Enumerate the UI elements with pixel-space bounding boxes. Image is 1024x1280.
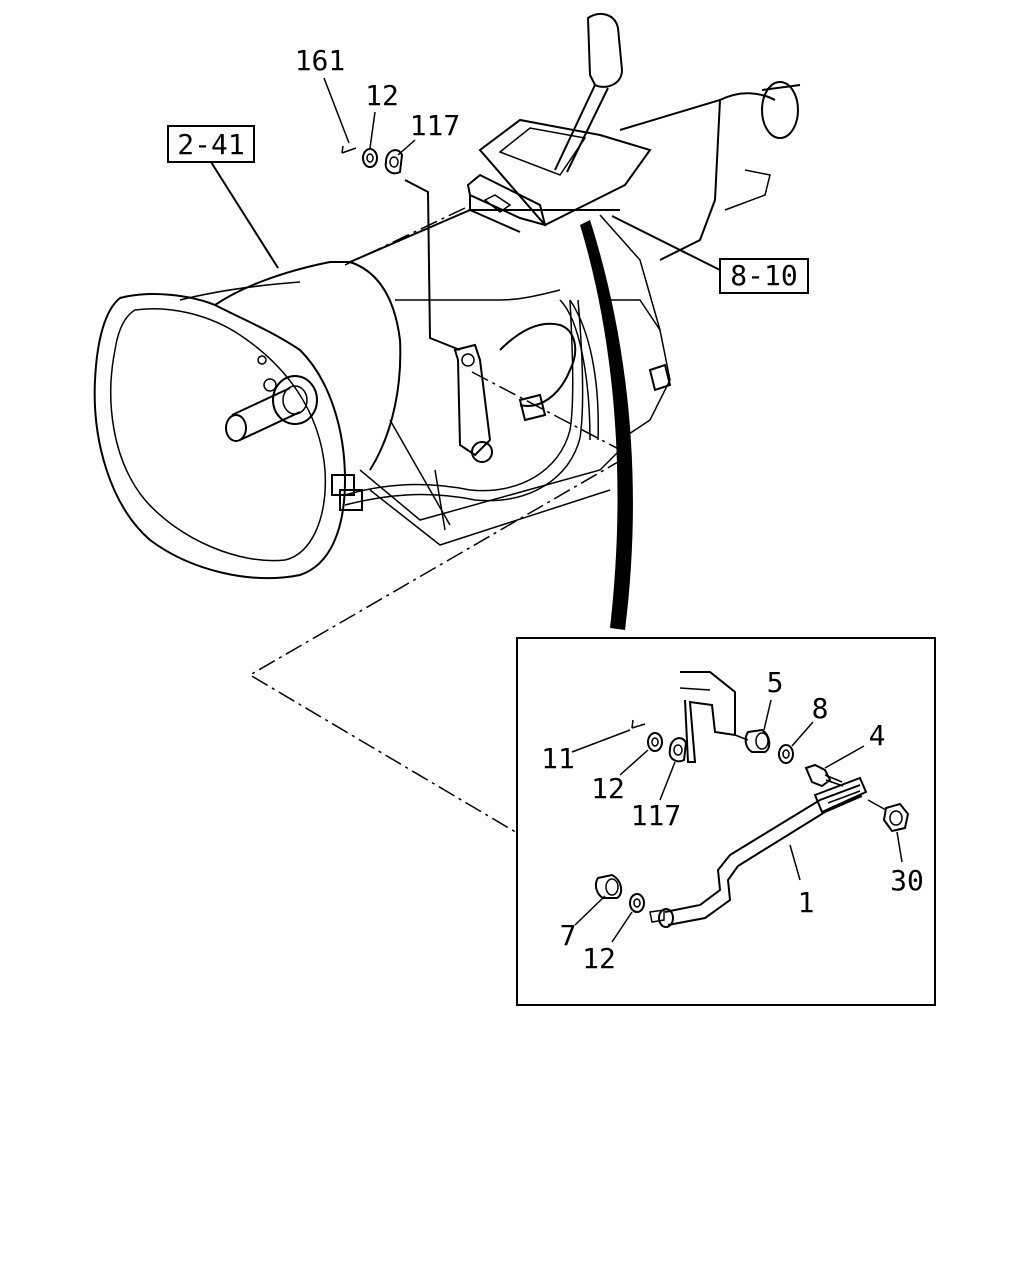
callout-12-top: 12	[365, 79, 399, 112]
gear-shifter	[466, 12, 652, 233]
callout-161: 161	[295, 44, 346, 77]
ref-8-10-callout: 8-10	[611, 215, 809, 294]
callout-1: 1	[798, 886, 815, 919]
callout-7: 7	[560, 919, 577, 952]
callout-11: 11	[541, 742, 575, 775]
detail-view: 5 8 4 11 12 117 30 1 7 12	[516, 637, 936, 1006]
callout-8: 8	[812, 692, 829, 725]
phantom-line-upper	[344, 207, 466, 266]
callout-12-detail-upper: 12	[591, 772, 625, 805]
transmission-assembly	[93, 81, 801, 580]
link-rod-top	[404, 179, 461, 351]
ref-8-10-label: 8-10	[730, 259, 797, 292]
top-small-parts: 161 12 117	[295, 44, 461, 175]
callout-117-top: 117	[410, 109, 461, 142]
callout-117-detail: 117	[631, 799, 682, 832]
detail-frame	[516, 637, 936, 1006]
callout-4: 4	[869, 719, 886, 752]
ref-2-41-callout: 2-41	[167, 125, 279, 269]
phantom-line-connector	[248, 371, 632, 883]
ref-2-41-label: 2-41	[177, 128, 244, 161]
callout-5: 5	[767, 666, 784, 699]
detail-arrow	[580, 220, 633, 630]
callout-12-detail-lower: 12	[582, 942, 616, 975]
callout-30: 30	[890, 864, 924, 897]
